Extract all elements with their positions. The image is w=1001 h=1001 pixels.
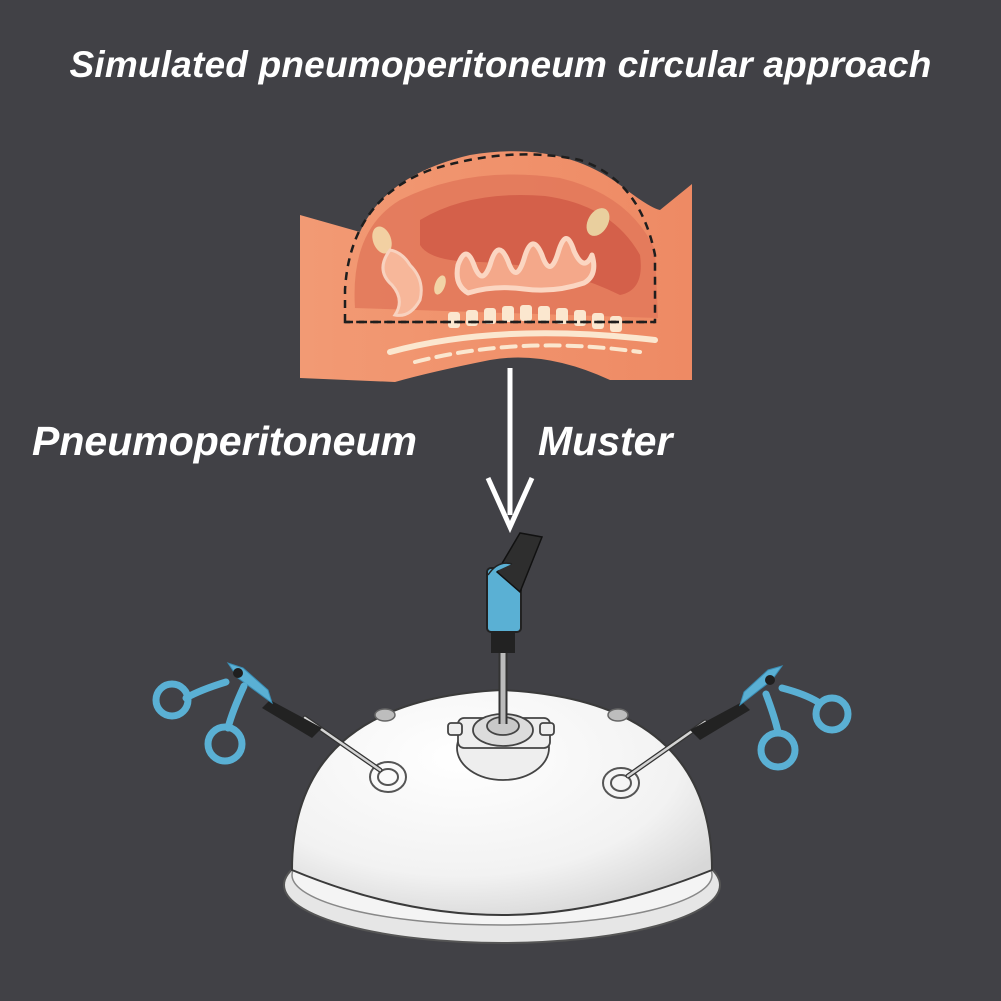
abdomen-cross-section-icon xyxy=(300,151,692,382)
down-arrow-icon xyxy=(485,368,535,534)
dome-simulator-icon xyxy=(283,688,721,944)
muster-label: Muster xyxy=(538,418,673,464)
pneumoperitoneum-label: Pneumoperitoneum xyxy=(32,418,417,464)
scissors-instrument-left-icon xyxy=(152,662,383,773)
pneumo-nozzle-icon xyxy=(486,532,544,724)
diagram-title: Simulated pneumoperitoneum circular appr… xyxy=(69,44,932,85)
scissors-instrument-right-icon xyxy=(625,665,852,779)
